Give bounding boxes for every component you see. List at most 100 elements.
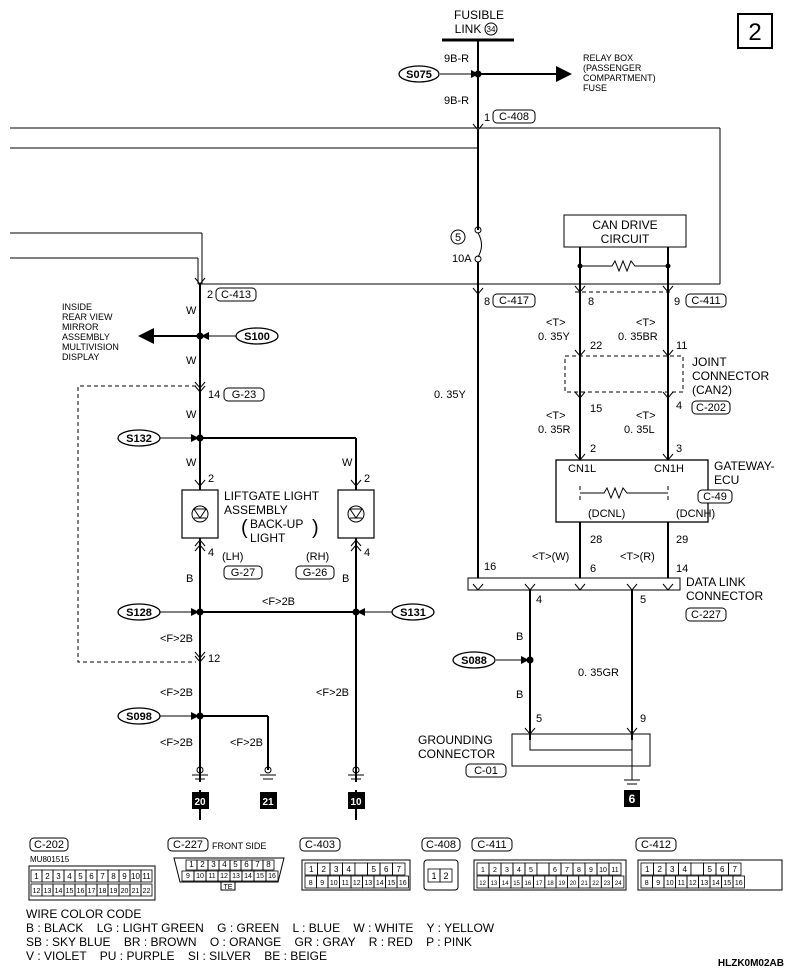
pin-number: 14 [502,881,509,887]
joint-pin-4: 4 [676,400,682,412]
pin-number: 2 [443,871,448,881]
pin-number: 9 [320,880,324,887]
joint-chevron-1 [574,349,586,357]
pin-number: 19 [110,888,118,895]
connector-g27 [223,565,263,580]
ground-10-symbol [348,766,364,780]
relay-box-line-1: RELAY BOX [583,53,633,63]
pin-number: 3 [505,867,509,874]
liftgate-line-3: BACK-UP [250,517,303,531]
wire-035gr-label: 0. 35GR [578,667,619,679]
connector-g26 [295,565,335,580]
wire-color-title: WIRE COLOR CODE [26,907,141,921]
splice-s075 [398,65,440,83]
lamp-lh-diode [193,508,207,519]
splice-s100 [235,327,279,345]
wire-tr: <T>(R) [620,551,655,563]
mirror-line-5: MULTIVISION [62,342,119,352]
svg-text:FRONT SIDE: FRONT SIDE [212,841,266,851]
g23-pin: 14 [208,389,220,401]
lh-chevron-top [194,479,206,487]
ground-21-symbol [260,766,276,780]
pin-cell [608,862,622,876]
liftgate-rh: (RH) [306,551,329,563]
wire-w-4: W [186,457,197,469]
pin-cell [354,862,368,876]
liftgate-line-1: LIFTGATE LIGHT [224,489,320,503]
connector-c227 [685,607,727,622]
pin-number: 16 [268,873,276,880]
mirror-line-3: MIRROR [62,322,99,332]
pin-number: 15 [66,888,74,895]
wire-035br: 0. 35BR [618,331,658,343]
pin-number: 2 [322,865,327,874]
svg-text:C-408: C-408 [426,839,456,851]
pin-cell [536,862,550,876]
gateway-pin-3: 3 [676,443,682,455]
pin-number: 18 [547,881,554,887]
ground-6: 6 [629,792,636,806]
pin-number: 16 [735,880,743,887]
dl-chevron-6 [574,583,586,591]
splice-s100-label: S100 [244,331,270,343]
connector-c01-label: C-01 [474,765,498,777]
pin-number: 5 [78,872,83,881]
g23-dashed-loop [77,385,196,663]
wire-f2b-l3: <F>2B [160,737,193,749]
gateway-pin-28: 28 [590,534,602,546]
pin-number: 5 [372,865,377,874]
pin-number: 10 [196,873,204,880]
wire-b-rh: B [342,573,349,585]
gc-chevron-9 [626,727,638,735]
pin-cell [690,862,704,876]
pin-number: 12 [353,880,361,887]
connector-c49-label: C-49 [703,491,727,503]
connector-c408-label: C-408 [499,111,529,123]
ground-20-box [192,792,209,809]
connector-c408 [492,109,536,124]
pin-number: 13 [700,880,708,887]
pin-number: 4 [517,867,521,874]
connector-c411 [685,293,727,308]
lh-pin-4: 4 [208,547,214,559]
gateway-label-2: ECU [714,473,739,487]
splice-s132 [117,429,161,447]
connector-c227-label: C-227 [691,609,721,621]
relay-box-line-2: (PASSENGER [583,63,642,73]
connector-g23-label: G-23 [232,389,256,401]
pin-number: 22 [592,881,599,887]
wire-w-3: W [186,409,197,421]
c411-chevron-8 [574,285,586,293]
dl-pin-14: 14 [676,563,688,575]
fuse-number: 5 [455,232,461,244]
pin-number: 5 [233,860,238,869]
fuse-rating: 10A [452,253,472,265]
svg-text:C-202: C-202 [34,839,64,851]
connector-g27-label: G-27 [231,567,255,579]
pin-number: 11 [208,873,215,880]
ground-10-box [348,792,365,809]
pin-number: 16 [77,888,85,895]
rh-chevron-bot [350,539,362,552]
c408-pin: 1 [484,112,490,124]
pin-number: 14 [376,880,384,887]
wire-f2b-l2: <F>2B [160,687,193,699]
connector-c202-label: C-202 [696,402,726,414]
pin-number: 22 [143,888,151,895]
gc-pin-5: 5 [536,713,542,725]
pin-number: 17 [88,888,96,895]
dl-pin-5: 5 [640,594,646,606]
pin-number: 15 [387,880,395,887]
pin-cell [265,870,279,882]
pin-number: 15 [513,881,520,887]
lamp-lh-icon [191,505,209,523]
svg-text:C-227: C-227 [173,839,203,851]
mirror-line-1: INSIDE [62,302,92,312]
pin-number: 20 [570,881,577,887]
svg-text:TE: TE [224,884,233,891]
pin-number: 1 [189,860,194,869]
pin-number: 14 [244,873,252,880]
pin-number: 7 [100,872,105,881]
